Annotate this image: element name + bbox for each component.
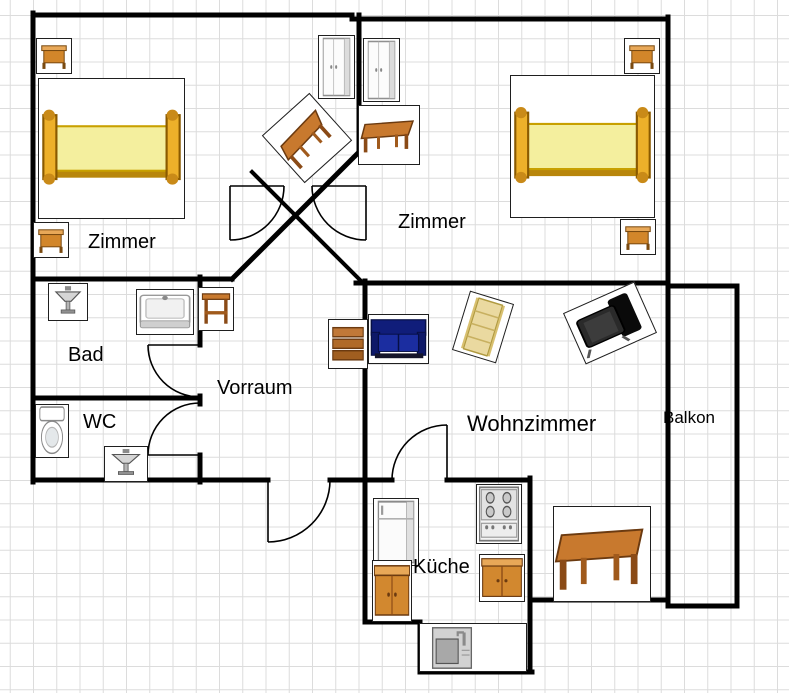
furniture-washbasin-wc[interactable] (104, 446, 148, 482)
door-arc-zimmer-left (229, 185, 285, 241)
furniture-counter-1[interactable] (372, 560, 412, 622)
room-label-vorraum: Vorraum (217, 377, 293, 399)
furniture-toilet[interactable] (35, 404, 69, 458)
door-arc-kueche (391, 424, 448, 481)
counter-icon (374, 565, 410, 616)
room-label-zimmer-left: Zimmer (88, 231, 156, 253)
room-label-wohnzimmer: Wohnzimmer (467, 411, 597, 436)
door-arc-vorraum (267, 479, 331, 543)
furniture-nightstand-1[interactable] (36, 38, 72, 74)
furniture-stove[interactable] (476, 484, 522, 544)
bed-icon (42, 109, 181, 185)
room-label-zimmer-right: Zimmer (398, 211, 466, 233)
furniture-bench[interactable] (451, 290, 515, 364)
counter-icon (481, 558, 523, 597)
shelf-icon (332, 326, 364, 361)
furniture-sofa[interactable] (368, 314, 429, 364)
stove-icon (478, 486, 520, 542)
furniture-nightstand-3[interactable] (624, 38, 660, 74)
room-label-bad: Bad (68, 344, 104, 366)
bench-icon (460, 297, 506, 357)
side-table-icon (201, 293, 231, 324)
table-icon (554, 528, 644, 590)
door-arc-zimmer-right (311, 185, 367, 241)
sofa-icon (370, 319, 427, 359)
furniture-wardrobe-1[interactable] (318, 35, 355, 99)
table-icon (280, 108, 332, 170)
washbasin-icon (54, 286, 82, 314)
nightstand-icon (629, 45, 655, 69)
sink-icon (139, 294, 191, 329)
nightstand-icon (41, 45, 67, 69)
door-arc-wc (147, 402, 201, 456)
nightstand-icon (38, 229, 64, 253)
furniture-refrigerator[interactable] (373, 498, 419, 566)
room-label-kueche: Küche (413, 556, 470, 578)
armchair-icon (576, 293, 642, 359)
furniture-table-wohnzimmer[interactable] (553, 506, 651, 602)
refrigerator-icon (377, 500, 415, 564)
furniture-nightstand-4[interactable] (620, 219, 656, 255)
kitchen-sink-icon (431, 627, 473, 669)
wardrobe-icon (322, 37, 351, 97)
bed-icon (514, 107, 651, 184)
furniture-side-table-bad[interactable] (198, 287, 234, 331)
wall-balkon (665, 283, 740, 609)
table-icon (360, 120, 415, 153)
furniture-bed-right[interactable] (510, 75, 655, 218)
furniture-wardrobe-2[interactable] (363, 38, 400, 102)
washbasin-icon (111, 449, 141, 475)
furniture-sink-kueche[interactable] (419, 623, 527, 672)
furniture-washbasin-bad[interactable] (48, 283, 88, 321)
furniture-nightstand-2[interactable] (33, 222, 69, 258)
door-arc-bad (147, 344, 201, 398)
furniture-table-zimmer-right[interactable] (358, 105, 420, 165)
toilet-icon (39, 406, 65, 455)
furniture-sink-bad[interactable] (136, 289, 194, 335)
furniture-table-doorway[interactable] (261, 92, 353, 184)
furniture-counter-2[interactable] (479, 554, 525, 602)
room-label-balkon: Balkon (663, 408, 715, 427)
wall-diagonal-right (249, 169, 363, 283)
room-label-wc: WC (83, 411, 117, 433)
furniture-shelf-vorraum[interactable] (328, 319, 368, 369)
nightstand-icon (625, 226, 651, 250)
wardrobe-icon (367, 40, 396, 100)
furniture-bed-left[interactable] (38, 78, 185, 219)
furniture-armchair[interactable] (562, 281, 658, 365)
